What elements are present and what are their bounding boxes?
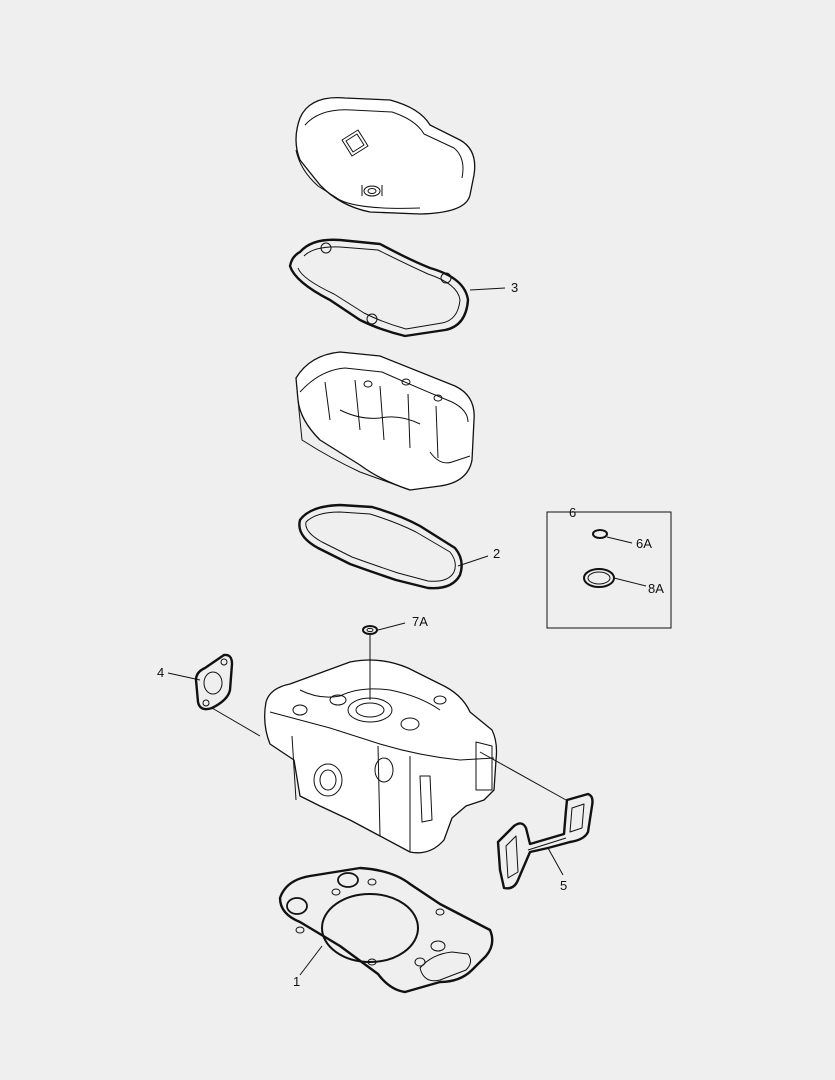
leader-lines <box>167 287 647 976</box>
flange-gasket-4 <box>194 653 234 711</box>
rocker-housing-gasket <box>298 503 463 590</box>
callout-5: 5 <box>560 878 567 893</box>
cylinder-head <box>264 659 498 854</box>
valve-cover-gasket <box>288 238 470 338</box>
callout-1: 1 <box>293 974 300 989</box>
callout-7a: 7A <box>412 614 428 629</box>
rocker-housing <box>295 351 475 491</box>
cylinder-head-gasket <box>278 866 494 994</box>
callout-8a: 8A <box>648 581 664 596</box>
callout-6: 6 <box>569 505 576 520</box>
callout-2: 2 <box>493 546 500 561</box>
callout-4: 4 <box>157 665 164 680</box>
callout-6a: 6A <box>636 536 652 551</box>
o-ring-7a <box>362 625 378 635</box>
callout-3: 3 <box>511 280 518 295</box>
exhaust-gasket-5 <box>496 792 594 890</box>
seal-kit-box <box>546 511 672 629</box>
valve-cover <box>295 97 476 215</box>
